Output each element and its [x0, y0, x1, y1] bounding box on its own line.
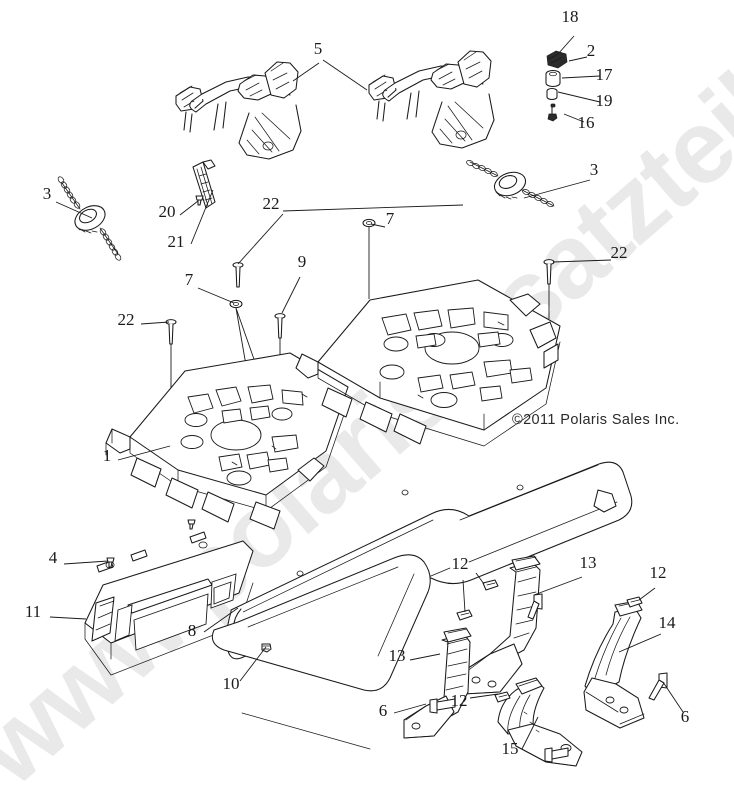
callout-22: 22 — [263, 194, 280, 213]
part-clip-nut-c — [626, 596, 643, 608]
callout-2: 2 — [587, 41, 596, 60]
callout-10: 10 — [223, 674, 240, 693]
callout-5: 5 — [314, 39, 323, 58]
part-shoulder-bolt — [547, 103, 558, 122]
chain-upper — [57, 176, 81, 210]
callout-22: 22 — [118, 310, 135, 329]
part-clip-nut-a — [482, 579, 499, 591]
part-support-bracket-upper — [461, 555, 541, 695]
callout-12: 12 — [452, 554, 469, 573]
chain-lower-right — [521, 188, 555, 208]
part-spacer-bushing — [545, 69, 561, 88]
callout-21: 21 — [168, 232, 185, 251]
callout-17: 17 — [596, 65, 614, 84]
callout-13: 13 — [389, 646, 406, 665]
callout-9: 9 — [298, 252, 307, 271]
part-clip-nut-b — [456, 609, 473, 621]
callout-3: 3 — [43, 184, 52, 203]
part-rivet-4 — [106, 557, 115, 568]
part-flange-bolt-c — [544, 747, 569, 763]
callout-8: 8 — [188, 621, 197, 640]
callout-11: 11 — [25, 602, 41, 621]
part-clip-nut-d — [494, 691, 511, 703]
part-trim-strip — [192, 159, 216, 209]
callout-12: 12 — [650, 563, 667, 582]
part-flange-bolt-a — [429, 698, 456, 714]
part-latch-catch — [546, 50, 568, 69]
callout-18: 18 — [562, 7, 579, 26]
part-small-bushing — [546, 87, 558, 100]
chain-upper-right — [466, 159, 499, 178]
part-support-bracket-lower — [403, 627, 472, 739]
callout-6: 6 — [681, 707, 690, 726]
callout-1: 1 — [103, 446, 112, 465]
callout-3: 3 — [590, 160, 599, 179]
callout-14: 14 — [659, 613, 677, 632]
part-curved-support-arm — [583, 600, 645, 729]
callout-15: 15 — [502, 739, 519, 758]
part-screw-9 — [274, 313, 286, 360]
callout-19: 19 — [596, 91, 613, 110]
callout-22: 22 — [611, 243, 628, 262]
chain-lower — [99, 227, 122, 261]
part-chain-grommet-right — [466, 159, 555, 208]
callout-7: 7 — [185, 270, 194, 289]
part-chain-grommet-left — [57, 176, 122, 261]
part-screw-22b — [543, 259, 555, 319]
callout-7: 7 — [386, 209, 395, 228]
part-front-bumper-bar-left — [175, 61, 302, 160]
part-screw-22a — [232, 262, 244, 288]
part-flange-bolt-b — [648, 672, 668, 701]
part-rear-rack-panel-left — [105, 352, 349, 530]
part-rack-frame-tube-lower — [211, 554, 431, 750]
callout-20: 20 — [159, 202, 176, 221]
callout-12: 12 — [451, 691, 468, 710]
part-front-bumper-bar-right — [368, 50, 495, 149]
copyright-notice: ©2011 Polaris Sales Inc. — [512, 412, 680, 428]
callout-4: 4 — [49, 548, 58, 567]
part-washer-7a — [362, 218, 376, 299]
callout-13: 13 — [580, 553, 597, 572]
callout-16: 16 — [578, 113, 595, 132]
part-flange-bolt-d — [527, 593, 543, 620]
part-rivet-4b — [187, 519, 196, 530]
leader-lines — [49, 35, 684, 750]
part-push-rivet — [195, 195, 204, 206]
part-rear-rack-panel-right — [295, 279, 561, 447]
callout-6: 6 — [379, 701, 388, 720]
